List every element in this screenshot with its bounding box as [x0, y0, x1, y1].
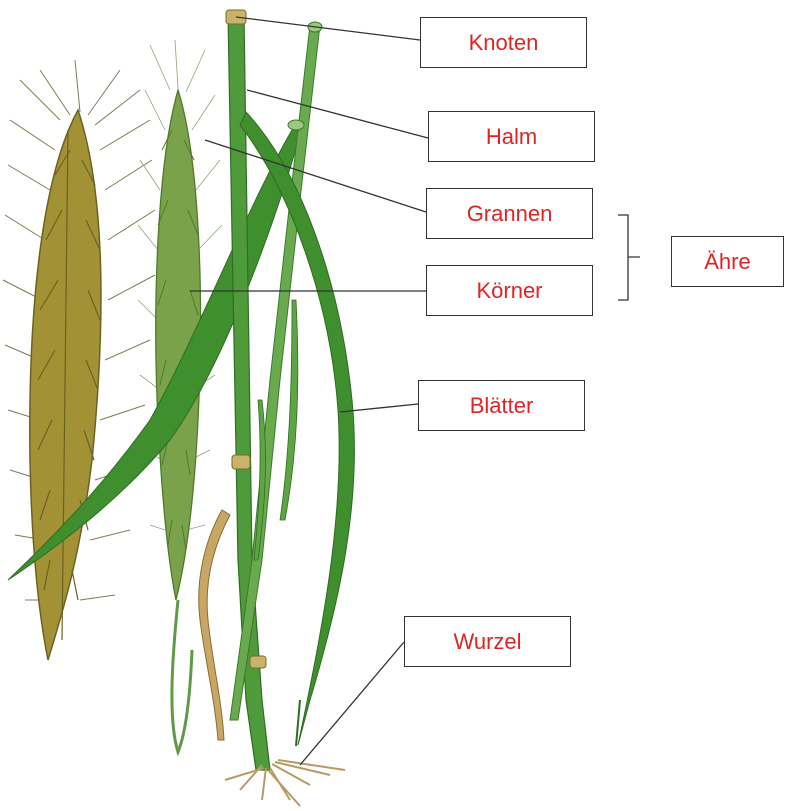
leader-knoten	[236, 17, 420, 40]
label-knoten-text: Knoten	[469, 30, 539, 56]
label-halm-text: Halm	[486, 124, 537, 150]
label-knoten: Knoten	[420, 17, 587, 68]
label-blaetter-text: Blätter	[470, 393, 534, 419]
label-wurzel: Wurzel	[404, 616, 571, 667]
ripe-ear-left	[3, 60, 155, 660]
aehre-bracket	[618, 215, 640, 300]
label-wurzel-text: Wurzel	[453, 629, 521, 655]
label-halm: Halm	[428, 111, 595, 162]
roots	[225, 760, 345, 806]
label-koerner: Körner	[426, 265, 593, 316]
label-aehre-text: Ähre	[704, 249, 750, 275]
label-grannen-text: Grannen	[467, 201, 553, 227]
thin-stalk	[172, 600, 192, 752]
withered-leaf	[199, 510, 230, 740]
label-grannen: Grannen	[426, 188, 593, 239]
leader-lines	[190, 17, 428, 765]
leader-halm	[247, 90, 428, 138]
label-blaetter: Blätter	[418, 380, 585, 431]
label-koerner-text: Körner	[476, 278, 542, 304]
label-aehre: Ähre	[671, 236, 784, 287]
